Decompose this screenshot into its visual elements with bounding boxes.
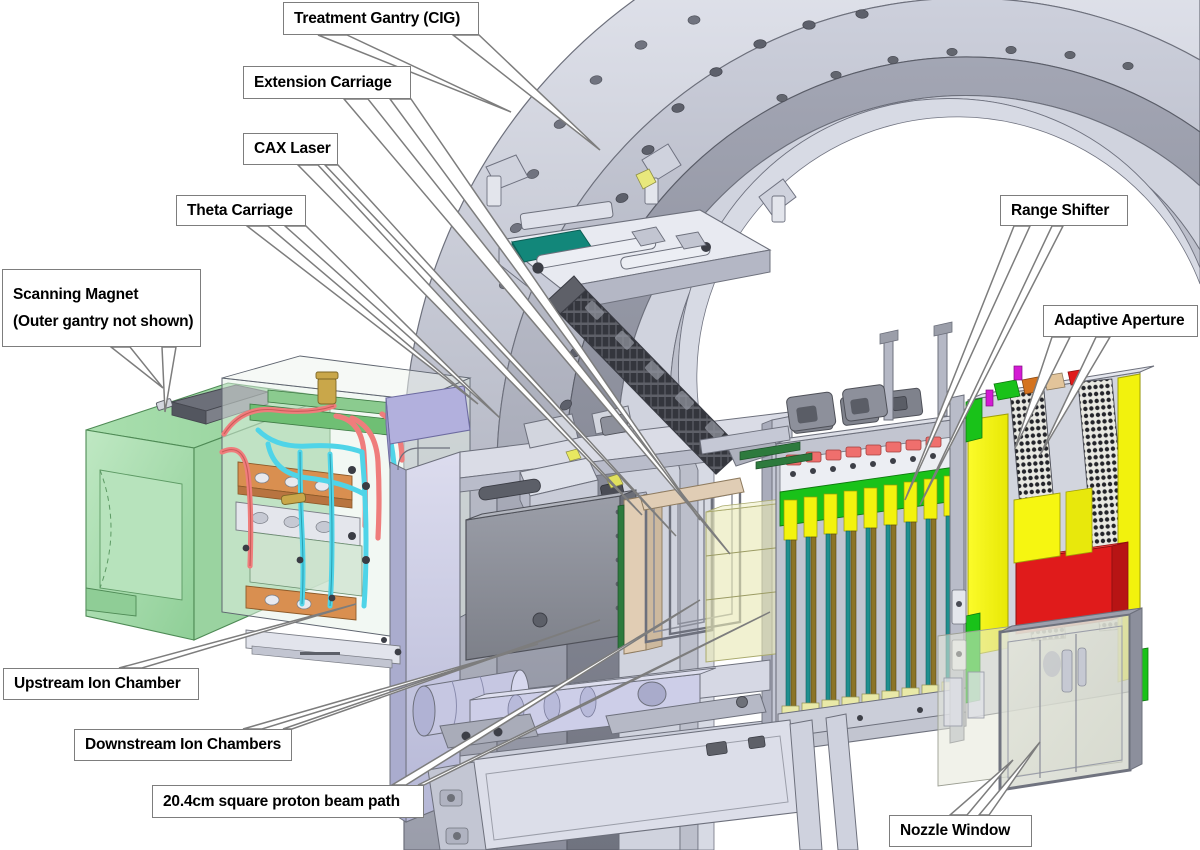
callout-label-text: Scanning Magnet <box>13 285 139 303</box>
leader-theta-carriage-a <box>244 225 479 405</box>
callout-label-text-secondary: (Outer gantry not shown) <box>13 312 194 330</box>
leader-treatment-gantry-a <box>317 34 512 113</box>
callout-label-text: Upstream Ion Chamber <box>14 675 181 692</box>
callout-cax-laser: CAX Laser <box>243 133 338 165</box>
leader-cax-laser-a <box>296 164 643 516</box>
callout-scanning-magnet: Scanning Magnet (Outer gantry not shown) <box>2 269 201 347</box>
callout-adaptive-aperture: Adaptive Aperture <box>1043 305 1198 337</box>
leader-scanning-magnet-a <box>108 346 164 389</box>
upstream-ion-chamber <box>465 489 663 661</box>
callout-extension-carriage: Extension Carriage <box>243 66 411 99</box>
callout-range-shifter: Range Shifter <box>1000 195 1128 226</box>
callout-label-text: 20.4cm square proton beam path <box>163 792 400 810</box>
callout-label-text: Extension Carriage <box>254 73 392 91</box>
leader-scanning-magnet-b <box>161 346 177 413</box>
leader-adaptive-aperture-a <box>1014 336 1072 449</box>
leader-range-shifter-b <box>919 225 1065 506</box>
callout-label-text: Range Shifter <box>1011 201 1110 219</box>
leader-extension-carriage-a <box>342 98 731 555</box>
range-shifter-assembly <box>775 321 981 753</box>
left-lower-brackets <box>245 629 402 669</box>
leader-treatment-gantry-b <box>450 34 601 151</box>
callout-label-text: CAX Laser <box>254 140 331 157</box>
callout-label-text: Adaptive Aperture <box>1054 312 1185 329</box>
leader-cax-laser-b <box>323 164 677 537</box>
callout-downstream-ion-chambers: Downstream Ion Chambers <box>74 729 292 761</box>
callout-upstream-ion-chamber: Upstream Ion Chamber <box>3 668 199 700</box>
callout-label-text: Downstream Ion Chambers <box>85 736 282 753</box>
leader-theta-carriage-b <box>283 225 501 419</box>
callout-label-text: Theta Carriage <box>187 201 293 219</box>
callout-nozzle-window: Nozzle Window <box>889 815 1032 847</box>
callout-label-text: Nozzle Window <box>900 822 1011 839</box>
leader-adaptive-aperture-b <box>1039 336 1112 456</box>
actuator-cluster <box>699 384 888 470</box>
callout-theta-carriage: Theta Carriage <box>176 195 306 226</box>
leader-range-shifter-a <box>904 225 1032 501</box>
nozzle-window-assembly <box>937 607 1143 792</box>
callout-label-text: Treatment Gantry (CIG) <box>294 9 461 27</box>
cable-carrier-chain <box>547 275 781 475</box>
lower-machinery <box>412 667 859 850</box>
callout-proton-beam-path: 20.4cm square proton beam path <box>152 785 424 818</box>
callout-treatment-gantry: Treatment Gantry (CIG) <box>283 2 479 35</box>
leader-extension-carriage-b <box>388 98 701 521</box>
